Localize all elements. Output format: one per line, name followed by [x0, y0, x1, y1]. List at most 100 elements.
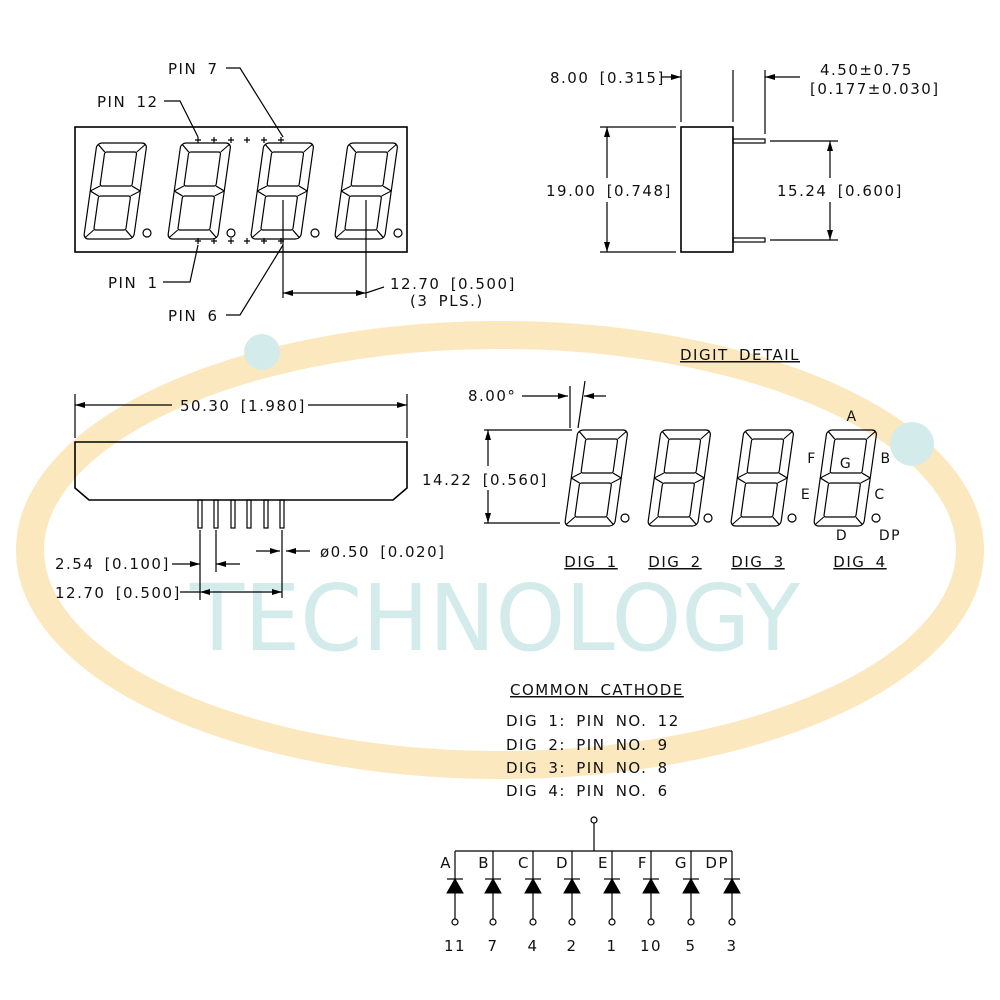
pin — [263, 499, 269, 529]
pin-length-value: 4.50±0.75 — [820, 61, 913, 79]
depth-value: 8.00 [0.315] — [550, 69, 665, 87]
segment-label: A — [440, 854, 452, 872]
display-body-front — [74, 126, 408, 253]
pin — [197, 499, 203, 529]
pin-row-spacing-dimension: 15.24 [0.600] — [770, 140, 903, 241]
segment-label-f: F — [807, 451, 817, 467]
pin — [230, 499, 236, 529]
pin-diameter-dimension: ø0.50 [0.020] — [256, 543, 444, 561]
display-body-bottom — [74, 441, 408, 501]
segment-label-a: A — [846, 409, 857, 425]
decimal-point-2-front — [226, 228, 236, 238]
digit-pin-row: DIG 2: PIN NO. 9 — [506, 736, 669, 754]
pin-terminal — [608, 918, 616, 926]
watermark-text: TECHNOLOGY — [189, 565, 801, 672]
pin-number: 11 — [444, 937, 466, 955]
pin-number: 7 — [487, 937, 498, 955]
digit-pin-row: DIG 1: PIN NO. 12 — [506, 712, 680, 730]
pin-7-label: PIN 7 — [168, 60, 219, 78]
segment-label: G — [675, 854, 688, 872]
watermark-ring — [16, 321, 984, 779]
pin-markers-bottom — [195, 238, 284, 244]
diode-icon — [603, 877, 621, 894]
pin-number: 1 — [606, 937, 617, 955]
pin-pitch-dimension: 2.54 [0.100] — [55, 530, 240, 600]
segment-branch-d: D2 — [556, 851, 581, 955]
diode-icon — [524, 877, 542, 894]
length-dimension: 50.30 [1.980] — [74, 394, 408, 438]
segment-branch-b: B7 — [478, 851, 502, 955]
dimension-leader — [365, 286, 385, 294]
diode-icon — [484, 877, 502, 894]
watermark: TECHNOLOGY — [16, 321, 984, 779]
extension-lines — [680, 70, 734, 122]
digit-2-label: DIG 2 — [648, 553, 701, 571]
extension-lines — [484, 429, 572, 524]
pin-row-spacing-value: 15.24 [0.600] — [777, 182, 903, 200]
pin-12-label: PIN 12 — [97, 93, 159, 111]
decimal-point-1-detail — [620, 513, 630, 523]
pin-terminal — [647, 918, 655, 926]
diode-icon — [446, 877, 464, 894]
pin-length-dimension: 4.50±0.75 [0.177±0.030] — [764, 61, 940, 134]
height-value: 19.00 [0.748] — [546, 182, 672, 200]
digit-2-detail — [646, 429, 712, 527]
pin-terminal — [529, 918, 537, 926]
extension-lines — [770, 140, 838, 241]
decimal-point-3-detail — [787, 513, 797, 523]
pin-7-leader — [226, 67, 284, 138]
pin-number: 4 — [527, 937, 538, 955]
segment-label-g: G — [840, 456, 852, 472]
display-body-side — [680, 126, 734, 253]
pin-number: 10 — [640, 937, 662, 955]
pin-pitch-value: 2.54 [0.100] — [55, 555, 170, 573]
pin-12-leader — [164, 100, 199, 138]
segment-label: B — [478, 854, 490, 872]
digit-4-detail — [812, 429, 878, 527]
segment-branch-dp: DP3 — [705, 851, 741, 955]
digit-pitch-value: 12.70 [0.500] — [390, 275, 516, 293]
pin-terminal — [489, 918, 497, 926]
pin — [213, 499, 219, 529]
slant-angle-value: 8.00° — [468, 387, 516, 405]
bottom-view: 50.30 [1.980] 2.54 [0.100] 12.70 [0.500]… — [55, 394, 444, 602]
slant-reference-line — [577, 380, 586, 429]
pin-side-bottom — [732, 237, 766, 243]
pin-markers-top — [195, 137, 284, 143]
common-cathode-title: COMMON CATHODE — [510, 681, 684, 699]
pin — [246, 499, 252, 529]
digit-3-label: DIG 3 — [731, 553, 784, 571]
pin-12-callout: PIN 12 — [97, 93, 199, 138]
segment-labels: A F G B E C D DP — [801, 409, 900, 544]
digit-1-label: DIG 1 — [564, 553, 617, 571]
decimal-point-1-front — [142, 228, 152, 238]
digit-4-label: DIG 4 — [833, 553, 886, 571]
digit-2-front — [166, 142, 232, 240]
digit-pitch-dimension: 12.70 [0.500] (3 PLS.) — [282, 200, 516, 310]
decimal-point-4-detail — [871, 513, 881, 523]
pin-span-dimension: 12.70 [0.500] — [55, 530, 283, 602]
pin-length-inch-value: [0.177±0.030] — [810, 80, 940, 98]
segment-label: F — [638, 854, 648, 872]
digit-pin-row: DIG 4: PIN NO. 6 — [506, 782, 669, 800]
digit-height-value: 14.22 [0.560] — [422, 471, 548, 489]
pin-1-leader — [163, 244, 199, 283]
length-value: 50.30 [1.980] — [180, 397, 306, 415]
pin — [279, 499, 285, 529]
pin-number: 3 — [726, 937, 737, 955]
pin-number: 5 — [685, 937, 696, 955]
pin-span-value: 12.70 [0.500] — [55, 584, 181, 602]
pin-number: 2 — [566, 937, 577, 955]
pin-7-callout: PIN 7 — [168, 60, 284, 138]
segment-label-c: C — [874, 487, 885, 503]
digit-height-dimension: 14.22 [0.560] — [422, 429, 572, 524]
pin-terminal — [451, 918, 459, 926]
pin-1-label: PIN 1 — [108, 274, 159, 292]
front-view: PIN 7 PIN 12 PIN 1 PIN 6 12.70 [0.500] (… — [74, 60, 516, 325]
slant-angle-dimension: 8.00° — [468, 380, 606, 429]
digit-detail: DIGIT DETAIL 8.00° 14.22 [0.560] DIG 1 D… — [422, 346, 900, 571]
digit-1-detail — [563, 429, 629, 527]
diode-icon — [563, 877, 581, 894]
